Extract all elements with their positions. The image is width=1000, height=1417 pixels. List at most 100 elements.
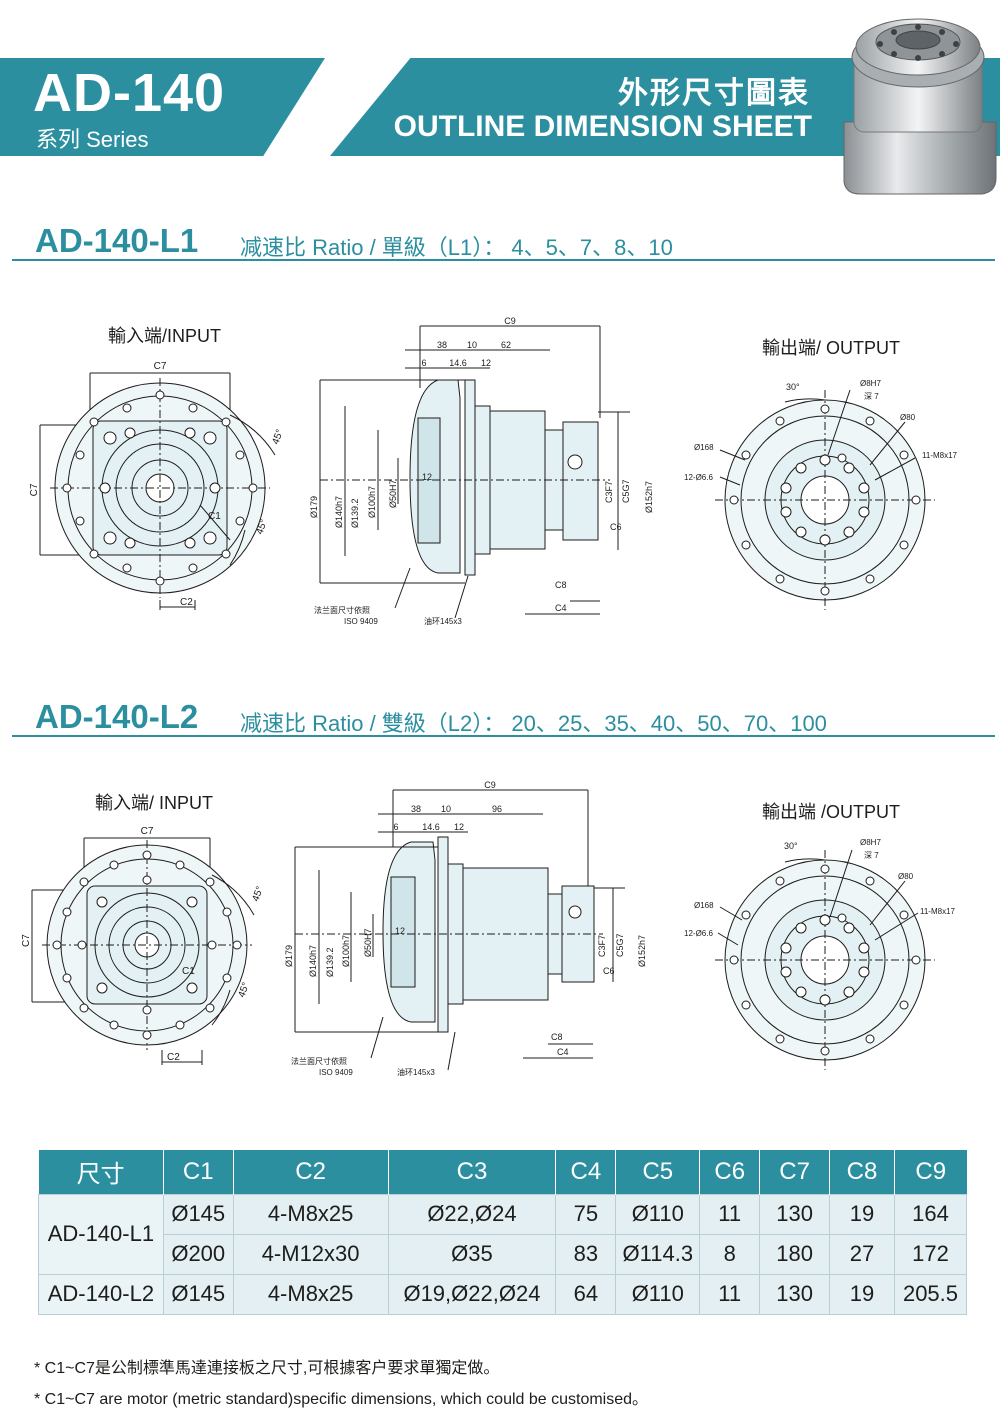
dim-holes: 12-Ø6.6 bbox=[684, 929, 713, 938]
table-cell: 19 bbox=[829, 1273, 895, 1315]
note-oring: 油环145x3 bbox=[424, 616, 462, 626]
gearbox-product-image bbox=[843, 18, 997, 195]
table-cell: 11 bbox=[699, 1193, 761, 1235]
dim-holes: 12-Ø6.6 bbox=[684, 473, 713, 482]
table-header: C3 bbox=[388, 1150, 557, 1194]
dim-angle-2: 45° bbox=[254, 518, 270, 536]
table-header: C6 bbox=[699, 1150, 761, 1194]
dim-c7-side: C7 bbox=[29, 483, 40, 496]
dim-c5: C5G7 bbox=[621, 479, 631, 503]
dim-c6: C6 bbox=[603, 966, 615, 976]
note-iso: ISO 9409 bbox=[319, 1068, 353, 1077]
note-en: * C1~C7 are motor (metric standard)speci… bbox=[34, 1391, 649, 1408]
dim-12: 12 bbox=[454, 822, 464, 832]
dim-96: 96 bbox=[492, 804, 502, 814]
dim-12: 12 bbox=[481, 358, 491, 368]
sheet-title-cn: 外形尺寸圖表 bbox=[618, 77, 810, 110]
sheet-title-en: OUTLINE DIMENSION SHEET bbox=[393, 110, 812, 143]
dim-inner-12: 12 bbox=[395, 926, 405, 936]
side-view-drawing-l1: C9 38 10 62 6 14.6 12 Ø179 Ø140h7 Ø139.2… bbox=[309, 316, 654, 626]
dim-dia152: Ø152h7 bbox=[637, 935, 647, 967]
input-view-label-l2: 輸入端/ INPUT bbox=[95, 793, 214, 813]
dim-c9: C9 bbox=[484, 780, 496, 790]
table-cell: Ø110 bbox=[615, 1193, 701, 1235]
dim-38: 38 bbox=[437, 340, 447, 350]
dim-dia179: Ø179 bbox=[284, 945, 294, 967]
dim-c4: C4 bbox=[555, 603, 567, 613]
dim-c2: C2 bbox=[180, 597, 193, 608]
table-cell: Ø200 bbox=[162, 1233, 234, 1275]
dim-angle-30: 30° bbox=[784, 841, 798, 851]
dim-38: 38 bbox=[411, 804, 421, 814]
dim-c3: C3F7 bbox=[597, 935, 607, 957]
table-cell: 64 bbox=[555, 1273, 617, 1315]
table-header: C1 bbox=[163, 1150, 234, 1194]
table-cell: 164 bbox=[893, 1193, 968, 1235]
table-cell: 19 bbox=[829, 1193, 895, 1235]
dim-dia140: Ø140h7 bbox=[308, 945, 318, 977]
dim-6: 6 bbox=[393, 822, 398, 832]
table-cell: Ø110 bbox=[615, 1273, 701, 1315]
dim-dia80: Ø80 bbox=[898, 872, 914, 881]
note-flange: 法兰面尺寸依照 bbox=[314, 605, 370, 615]
output-view-label-l1: 輸出端/ OUTPUT bbox=[762, 338, 900, 358]
section-title-l2: AD-140-L2 bbox=[35, 698, 199, 735]
dim-dia179: Ø179 bbox=[309, 496, 319, 518]
table-header-row: 尺寸 C1 C2 C3 C4 C5 C6 C7 C8 C9 bbox=[38, 1150, 967, 1194]
table-header: C2 bbox=[233, 1150, 389, 1194]
table-header: C8 bbox=[829, 1150, 895, 1194]
dim-pin-depth: 深 7 bbox=[864, 851, 879, 860]
table-cell: Ø35 bbox=[387, 1233, 557, 1275]
dim-dia139: Ø139.2 bbox=[325, 947, 335, 977]
dim-c4: C4 bbox=[557, 1047, 569, 1057]
table-cell: Ø145 bbox=[162, 1273, 234, 1315]
dim-dia80: Ø80 bbox=[900, 413, 916, 422]
dim-c2: C2 bbox=[167, 1052, 180, 1063]
dim-c9: C9 bbox=[504, 316, 516, 326]
dim-dia168: Ø168 bbox=[694, 443, 714, 452]
table-header: C9 bbox=[894, 1150, 967, 1194]
note-oring: 油环145x3 bbox=[397, 1067, 435, 1077]
table-cell: 205.5 bbox=[893, 1273, 968, 1315]
dim-c6: C6 bbox=[610, 522, 622, 532]
table-row: Ø200 4-M12x30 Ø35 83 Ø114.3 8 180 27 172 bbox=[39, 1233, 968, 1275]
model-title: AD-140 bbox=[33, 63, 226, 123]
dim-dia152: Ø152h7 bbox=[644, 481, 654, 513]
dim-14-6: 14.6 bbox=[449, 358, 467, 368]
dim-c8: C8 bbox=[551, 1032, 563, 1042]
table-header: C4 bbox=[555, 1150, 617, 1194]
table-row: AD-140-L1 Ø145 4-M8x25 Ø22,Ø24 75 Ø110 1… bbox=[38, 1193, 968, 1275]
dim-angle-1: 45° bbox=[270, 428, 286, 446]
input-view-drawing-l2: C7 C7 C1 C2 45° 45° bbox=[21, 826, 266, 1065]
series-subtitle: 系列 Series bbox=[36, 127, 149, 152]
table-cell: 4-M8x25 bbox=[232, 1273, 389, 1315]
table-header: 尺寸 bbox=[38, 1150, 164, 1194]
dim-c5: C5G7 bbox=[615, 933, 625, 957]
dim-angle-2: 45° bbox=[236, 981, 252, 999]
dim-pin-depth: 深 7 bbox=[864, 392, 879, 401]
dim-dia139: Ø139.2 bbox=[350, 498, 360, 528]
table-cell: Ø145 bbox=[162, 1193, 234, 1235]
note-iso: ISO 9409 bbox=[344, 617, 378, 626]
dim-10: 10 bbox=[441, 804, 451, 814]
table-cell: 4-M8x25 bbox=[232, 1193, 389, 1235]
table-row: AD-140-L2 Ø145 4-M8x25 Ø19,Ø22,Ø24 64 Ø1… bbox=[38, 1273, 968, 1315]
dim-angle-1: 45° bbox=[250, 885, 266, 903]
section-ratio-l1: 减速比 Ratio / 單級（L1）： 4、5、7、8、10 bbox=[240, 235, 673, 260]
table-cell: 4-M12x30 bbox=[232, 1233, 389, 1275]
dim-pin-hole: Ø8H7 bbox=[860, 379, 881, 388]
table-cell: 180 bbox=[759, 1233, 831, 1275]
note-cn: * C1~C7是公制標準馬達連接板之尺寸,可根據客户要求單獨定做。 bbox=[34, 1360, 500, 1377]
side-view-drawing-l2: C9 38 10 96 6 14.6 12 Ø179 Ø140h7 Ø139.2… bbox=[284, 780, 647, 1077]
dim-c1: C1 bbox=[182, 966, 195, 977]
table-cell: 27 bbox=[829, 1233, 895, 1275]
table-cell: 130 bbox=[759, 1193, 831, 1235]
table-header: C7 bbox=[759, 1150, 831, 1194]
input-view-label-l1: 輸入端/INPUT bbox=[108, 326, 222, 346]
dim-inner-12: 12 bbox=[422, 472, 432, 482]
note-flange: 法兰面尺寸依照 bbox=[291, 1056, 347, 1066]
dim-10: 10 bbox=[467, 340, 477, 350]
output-view-drawing-l1: 30° Ø8H7 深 7 Ø80 Ø168 11-M8x17 12-Ø6.6 bbox=[684, 379, 958, 610]
output-view-label-l2: 輸出端 /OUTPUT bbox=[762, 802, 900, 822]
dim-c7-top: C7 bbox=[154, 361, 167, 372]
